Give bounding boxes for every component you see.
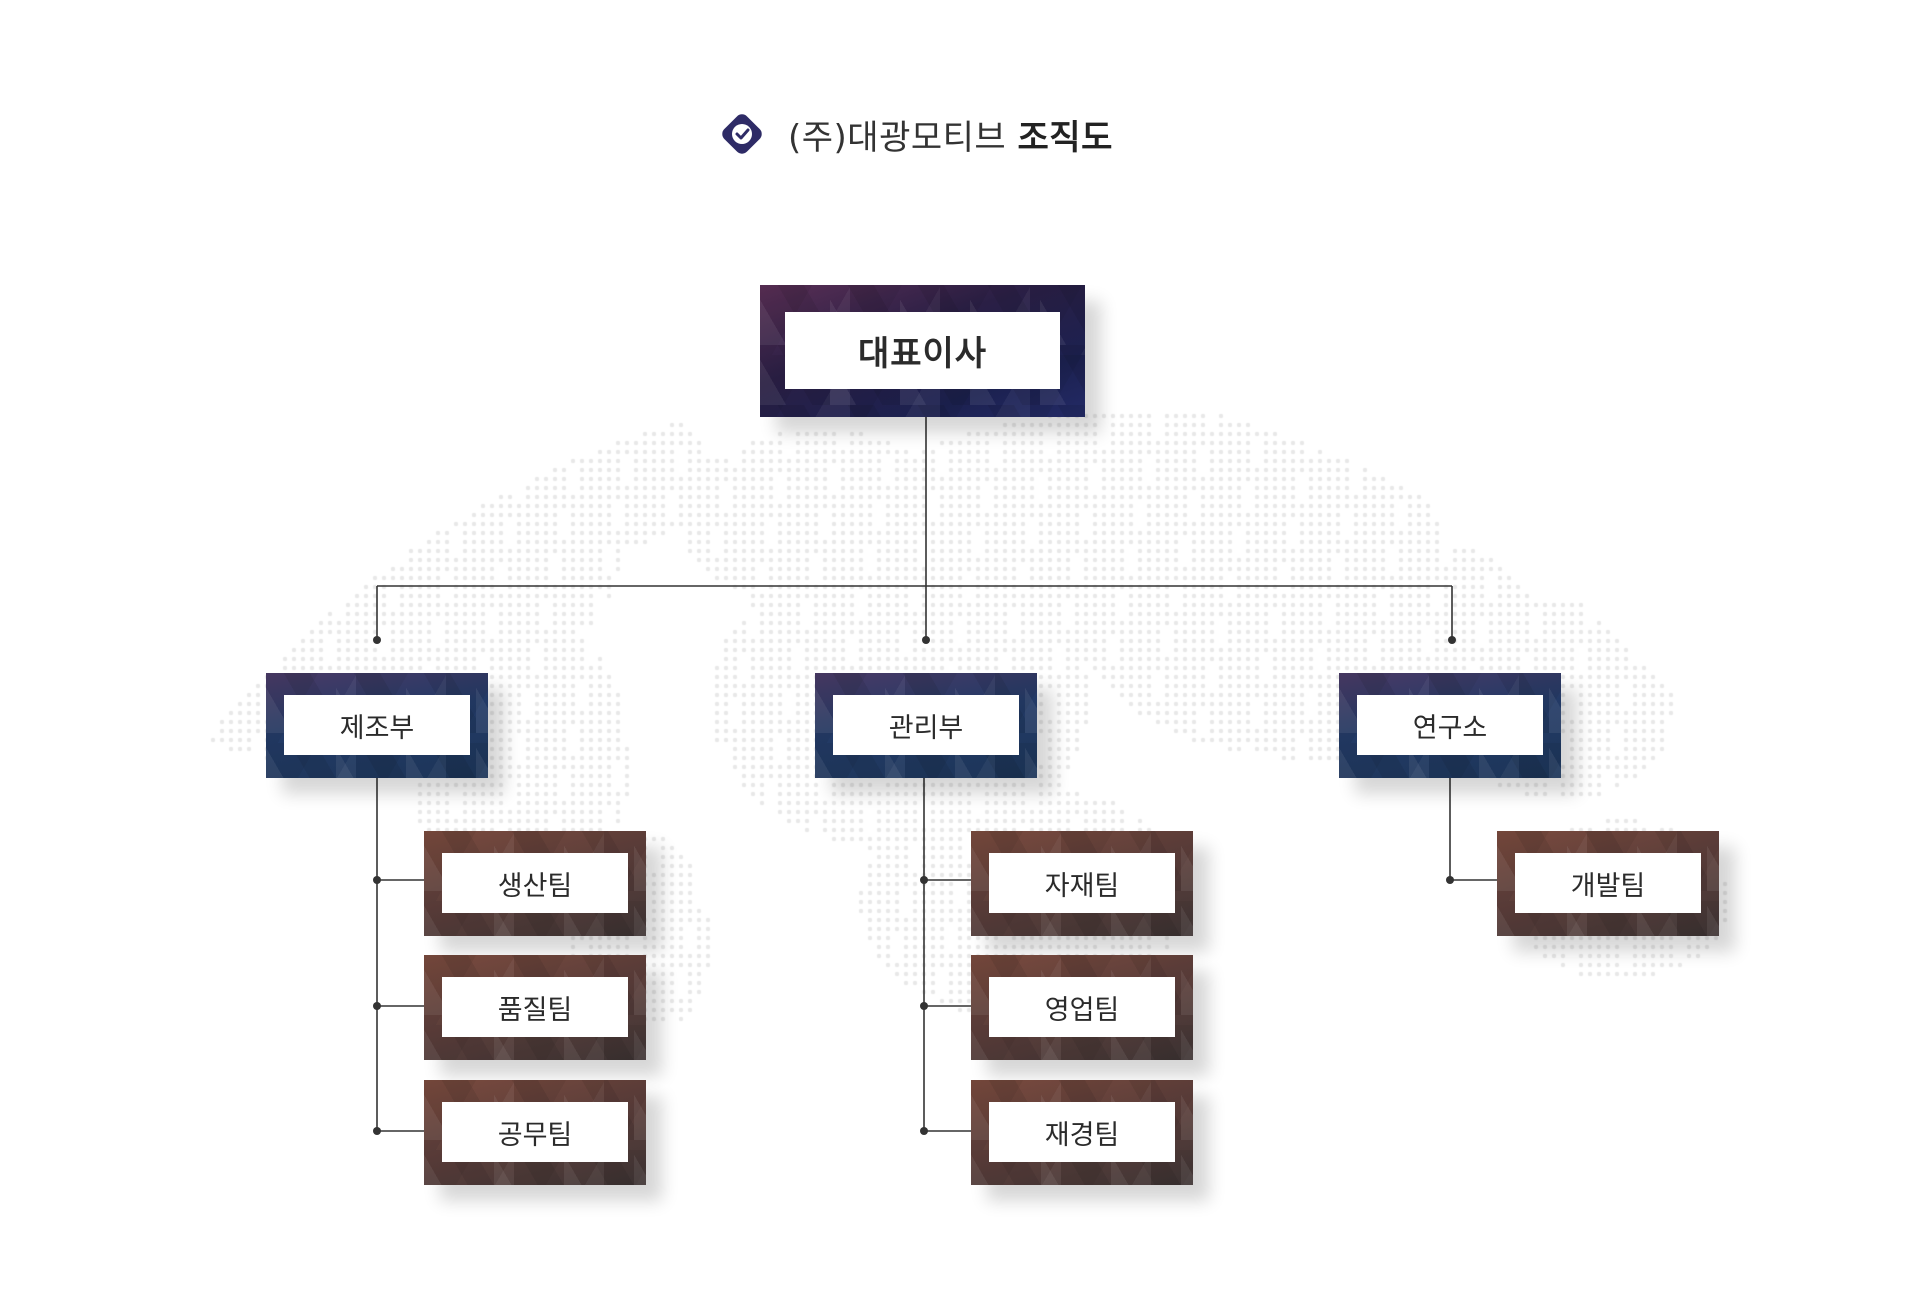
team-box: 공무팀: [424, 1080, 646, 1185]
dept-label: 제조부: [284, 695, 470, 755]
ceo-label: 대표이사: [785, 312, 1060, 389]
title-text: (주)대광모티브 조직도: [788, 110, 1113, 159]
team-box: 생산팀: [424, 831, 646, 936]
check-diamond-icon: [722, 114, 762, 154]
team-label: 생산팀: [442, 853, 628, 913]
dept-label: 연구소: [1357, 695, 1543, 755]
team-label: 영업팀: [989, 977, 1175, 1037]
team-box: 재경팀: [971, 1080, 1193, 1185]
team-box: 품질팀: [424, 955, 646, 1060]
dept-label: 관리부: [833, 695, 1019, 755]
team-box: 영업팀: [971, 955, 1193, 1060]
team-label: 재경팀: [989, 1102, 1175, 1162]
team-box: 자재팀: [971, 831, 1193, 936]
title-suffix: 조직도: [1017, 117, 1113, 158]
team-label: 품질팀: [442, 977, 628, 1037]
dept-box-manufacturing: 제조부: [266, 673, 488, 778]
team-label: 개발팀: [1515, 853, 1701, 913]
dept-box-research: 연구소: [1339, 673, 1561, 778]
team-box: 개발팀: [1497, 831, 1719, 936]
team-label: 공무팀: [442, 1102, 628, 1162]
title-company: (주)대광모티브: [788, 117, 1007, 158]
team-label: 자재팀: [989, 853, 1175, 913]
ceo-box: 대표이사: [760, 285, 1085, 417]
dept-box-management: 관리부: [815, 673, 1037, 778]
chart-title: (주)대광모티브 조직도: [716, 108, 1113, 160]
